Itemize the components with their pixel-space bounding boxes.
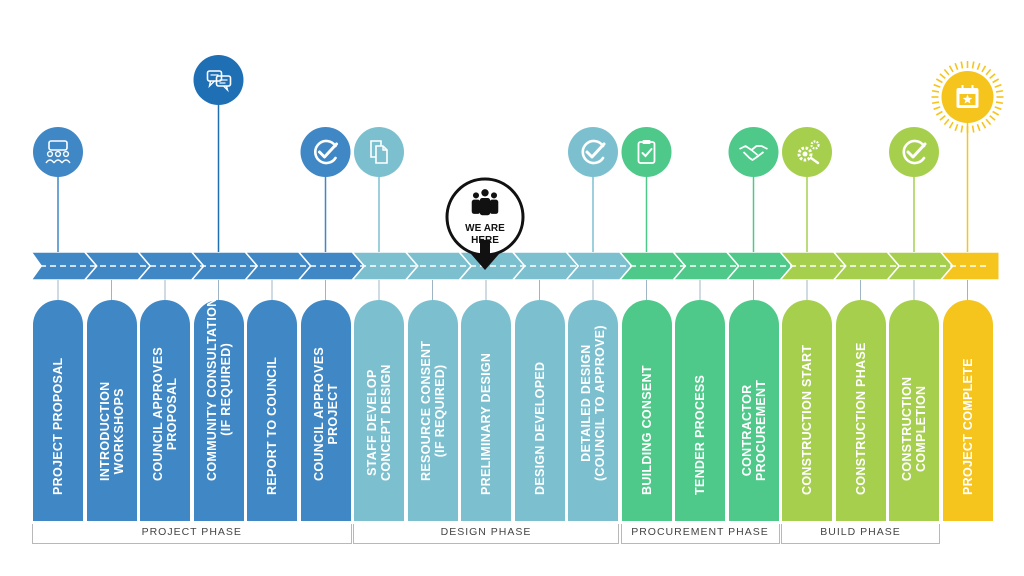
stage-label-line: CONSTRUCTION bbox=[900, 376, 914, 481]
stage-construction-start: CONSTRUCTION START bbox=[782, 300, 832, 521]
stage-label: PRELIMINARY DESIGN bbox=[479, 353, 493, 495]
we-are-here-line2: HERE bbox=[471, 235, 499, 246]
stage-label-line: CONSTRUCTION PHASE bbox=[853, 342, 868, 495]
stage-label-line: (IF REQUIRED) bbox=[432, 364, 447, 458]
stage-report-to-council: REPORT TO COUNCIL bbox=[247, 300, 297, 521]
stage-building-consent: BUILDING CONSENT bbox=[621, 300, 672, 521]
handshake-icon bbox=[739, 145, 768, 161]
stage-label-line: COUNCIL APPROVES bbox=[311, 347, 326, 481]
stage-label-line: INTRODUCTION bbox=[97, 381, 112, 481]
phase-bracket-build bbox=[781, 524, 940, 544]
stage-label-line: PROCUREMENT bbox=[753, 379, 768, 481]
chat-bubbles-icon bbox=[206, 70, 232, 93]
stage-label: PROJECT PROPOSAL bbox=[51, 358, 65, 495]
stage-label: DETAILED DESIGN(COUNCIL TO APPROVE) bbox=[579, 325, 607, 481]
marker-council-approves-project bbox=[300, 127, 351, 177]
check-circle-icon bbox=[314, 139, 338, 165]
stage-label-line: PROJECT bbox=[325, 383, 340, 445]
check-circle-icon bbox=[902, 139, 927, 165]
stage-resource-consent: RESOURCE CONSENT(IF REQUIRED) bbox=[407, 300, 458, 521]
marker-community-consultation bbox=[193, 55, 244, 105]
marker-construction-completion bbox=[889, 127, 939, 177]
stage-label-line: STAFF DEVELOP bbox=[365, 369, 379, 476]
stage-label-line: RESOURCE CONSENT bbox=[418, 340, 433, 481]
stage-label-line: CONSTRUCTION START bbox=[800, 344, 814, 495]
gears-icon bbox=[797, 140, 820, 165]
group-people-icon bbox=[471, 189, 499, 216]
stage-design-developed: DESIGN DEVELOPED bbox=[514, 300, 565, 521]
stage-label-line: PRELIMINARY DESIGN bbox=[479, 352, 493, 495]
we-are-here-arrow bbox=[471, 254, 499, 270]
stage-label: TENDER PROCESS bbox=[693, 375, 707, 495]
stage-label-line: TENDER PROCESS bbox=[693, 374, 707, 495]
calendar-star-icon bbox=[956, 85, 979, 108]
phase-bracket-design bbox=[353, 524, 619, 544]
documents-icon bbox=[370, 140, 388, 164]
stage-label-line: DETAILED DESIGN bbox=[579, 344, 593, 462]
stage-label-line: COMPLETION bbox=[914, 385, 928, 473]
stage-label-line: DESIGN DEVELOPED bbox=[532, 361, 547, 495]
stage-label: PROJECT COMPLETE bbox=[961, 358, 975, 495]
stage-label-line: WORKSHOPS bbox=[111, 388, 126, 475]
stage-label-line: PROJECT COMPLETE bbox=[960, 358, 975, 495]
stage-label: BUILDING CONSENT bbox=[640, 365, 654, 495]
we-are-here-pin bbox=[445, 177, 525, 270]
marker-building-consent bbox=[621, 127, 672, 177]
stage-label-line: PROPOSAL bbox=[165, 377, 179, 451]
stage-construction-phase: CONSTRUCTION PHASE bbox=[835, 300, 886, 521]
stage-project-complete: PROJECT COMPLETE bbox=[942, 300, 993, 521]
stage-label-line: CONCEPT DESIGN bbox=[379, 364, 393, 481]
stage-label-line: COMMUNITY CONSULTATION bbox=[204, 297, 219, 481]
marker-construction-start bbox=[782, 127, 832, 177]
stage-label-line: PROJECT PROPOSAL bbox=[51, 357, 65, 495]
stage-label: COMMUNITY CONSULTATION(IF REQUIRED) bbox=[205, 298, 233, 481]
sun-rays bbox=[931, 61, 1004, 133]
stage-label: REPORT TO COUNCIL bbox=[265, 357, 279, 495]
stage-label-line: REPORT TO COUNCIL bbox=[265, 356, 279, 495]
stage-label-line: (IF REQUIRED) bbox=[218, 342, 233, 436]
stage-label: RESOURCE CONSENT(IF REQUIRED) bbox=[419, 341, 447, 481]
stage-label-line: CONTRACTOR bbox=[739, 384, 754, 477]
stage-label: DESIGN DEVELOPED bbox=[533, 362, 547, 495]
phase-bracket-project bbox=[32, 524, 352, 544]
stage-label: CONSTRUCTION PHASE bbox=[854, 342, 868, 495]
phase-label-design: DESIGN PHASE bbox=[440, 526, 532, 538]
phase-label-procurement: PROCUREMENT PHASE bbox=[631, 526, 769, 538]
phase-bracket-procurement bbox=[620, 524, 780, 544]
stage-project-proposal: PROJECT PROPOSAL bbox=[33, 300, 83, 521]
stage-community-consultation: COMMUNITY CONSULTATION(IF REQUIRED) bbox=[193, 298, 244, 521]
check-circle-icon bbox=[581, 139, 606, 165]
stage-detailed-design: DETAILED DESIGN(COUNCIL TO APPROVE) bbox=[568, 300, 618, 521]
stage-label-line: (COUNCIL TO APPROVE) bbox=[593, 325, 607, 481]
meeting-people-icon bbox=[45, 140, 71, 164]
stage-preliminary-design: PRELIMINARY DESIGN bbox=[461, 300, 511, 521]
stage-label: CONSTRUCTION START bbox=[800, 345, 814, 495]
phase-label-build: BUILD PHASE bbox=[820, 526, 901, 538]
stage-label-line: COUNCIL APPROVES bbox=[151, 347, 165, 481]
stage-label-line: BUILDING CONSENT bbox=[639, 365, 654, 495]
we-are-here-line1: WE ARE bbox=[465, 223, 505, 234]
marker-detailed-design bbox=[568, 127, 618, 177]
we-are-here-marker: WE ARE HERE bbox=[446, 178, 524, 256]
phase-label-project: PROJECT PHASE bbox=[141, 526, 242, 538]
stage-tender-process: TENDER PROCESS bbox=[675, 300, 725, 521]
clipboard-check-icon bbox=[637, 140, 656, 164]
